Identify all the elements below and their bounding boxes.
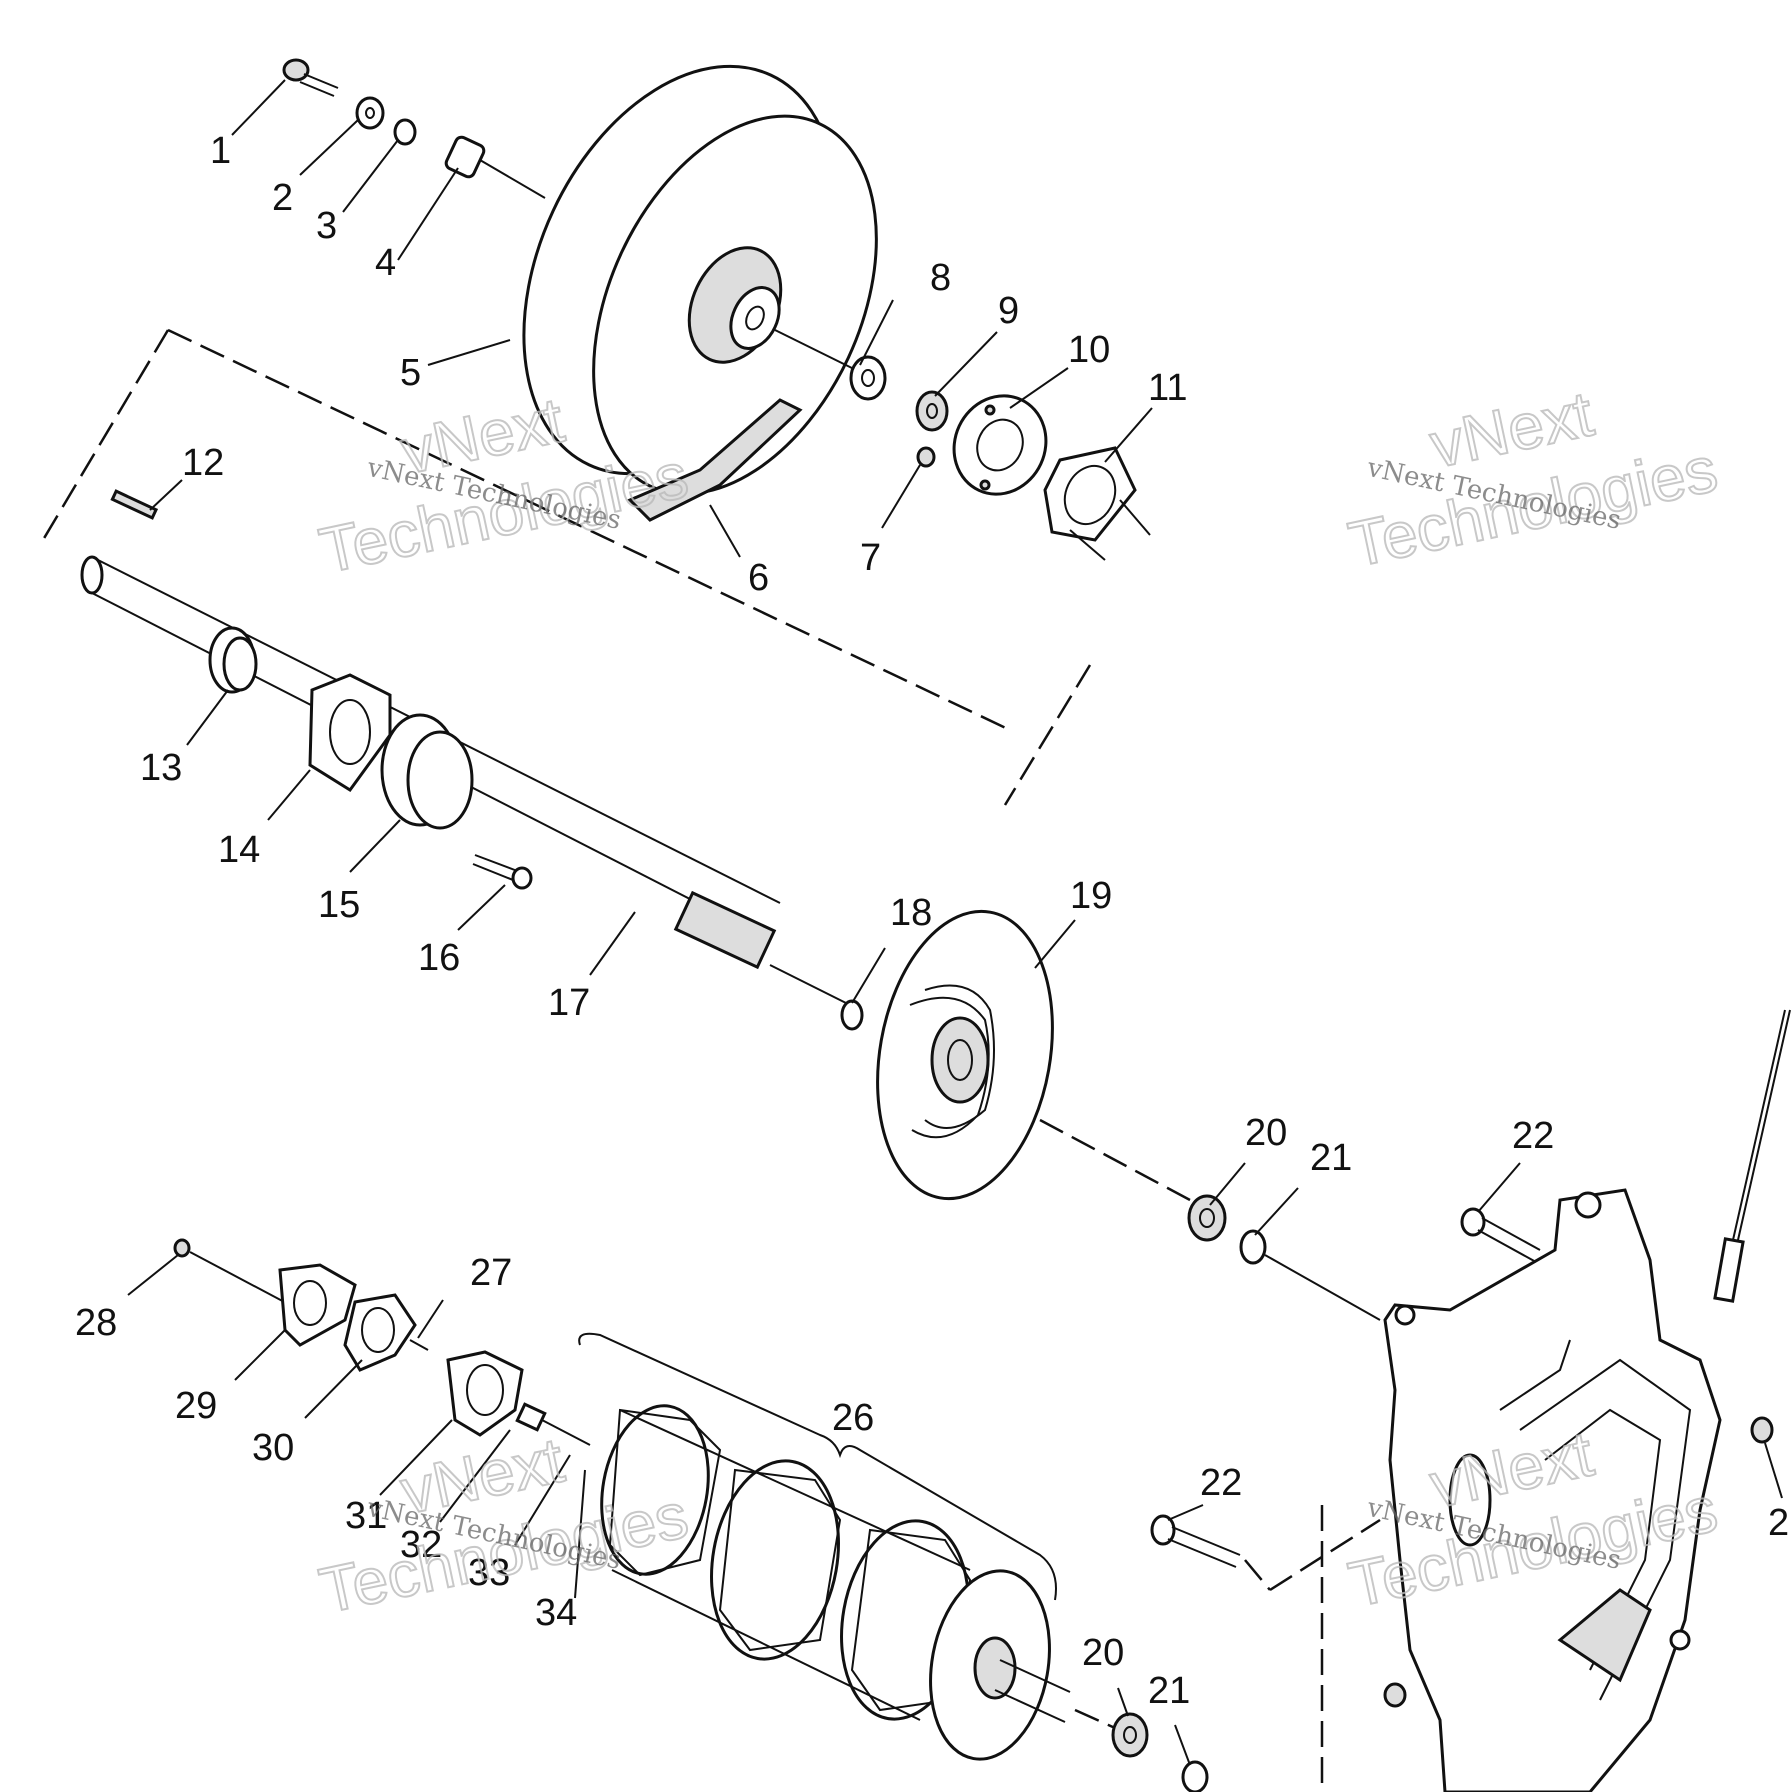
callout-30: 30 — [252, 1427, 294, 1469]
ring-18 — [840, 999, 864, 1031]
callout-21-upper: 21 — [1310, 1137, 1352, 1179]
ring-21-lower — [1181, 1760, 1209, 1792]
drive-shaft-26 — [600, 1404, 1071, 1761]
callout-10: 10 — [1068, 329, 1110, 371]
callout-26: 26 — [832, 1397, 874, 1439]
callout-20-upper: 20 — [1245, 1112, 1287, 1154]
washer-2 — [355, 96, 385, 130]
pulley-5 — [522, 64, 878, 496]
bearing-20-lower — [1111, 1712, 1149, 1758]
callout-19: 19 — [1070, 875, 1112, 917]
washer-9 — [915, 390, 949, 432]
flange-10 — [952, 394, 1048, 496]
callout-28: 28 — [75, 1302, 117, 1344]
flange-29 — [278, 1263, 357, 1347]
pin-27 — [409, 1339, 429, 1351]
callout-22-lower: 22 — [1200, 1462, 1242, 1504]
callout-16: 16 — [418, 937, 460, 979]
callout-6: 6 — [748, 557, 769, 599]
dashed-boundary-line — [167, 328, 1011, 732]
callout-17: 17 — [548, 982, 590, 1024]
chaincase-frame — [1383, 1188, 1722, 1792]
callout-14: 14 — [218, 829, 260, 871]
callout-20-lower: 20 — [1082, 1632, 1124, 1674]
bolt-16 — [472, 854, 533, 890]
callout-8: 8 — [930, 257, 951, 299]
callout-22-upper: 22 — [1512, 1115, 1554, 1157]
collar-15 — [380, 713, 474, 830]
leader-lines — [127, 79, 1783, 1766]
bearing-34 — [515, 1402, 591, 1446]
gasket-30 — [343, 1293, 417, 1372]
spacer-4 — [444, 135, 486, 179]
callout-2: 2 — [272, 177, 293, 219]
callout-11: 11 — [1148, 367, 1187, 409]
callout-32: 32 — [400, 1524, 442, 1566]
bearing-13 — [208, 626, 258, 694]
callout-2-right: 2 — [1768, 1502, 1789, 1544]
callout-13: 13 — [140, 747, 182, 789]
brake-disc-19 — [876, 909, 1054, 1201]
nut-7 — [916, 446, 936, 468]
shaft-splined-17 — [673, 890, 851, 1006]
washer-8 — [849, 355, 887, 401]
nut-right — [1750, 1416, 1774, 1444]
flange-14 — [308, 673, 392, 793]
callout-7: 7 — [860, 537, 881, 579]
callout-4: 4 — [375, 242, 396, 284]
nut-lower — [1383, 1682, 1407, 1708]
callout-12: 12 — [182, 442, 224, 484]
bolt-22-lower — [1150, 1514, 1241, 1568]
callout-27: 27 — [470, 1252, 512, 1294]
callout-34: 34 — [535, 1592, 577, 1634]
callout-29: 29 — [175, 1385, 217, 1427]
washer-3 — [393, 118, 417, 146]
callout-15: 15 — [318, 884, 360, 926]
cable-rod — [1713, 1009, 1791, 1303]
callout-18: 18 — [890, 892, 932, 934]
bolt-22-upper — [1460, 1207, 1541, 1263]
ring-21-upper — [1239, 1229, 1267, 1265]
nut-28 — [173, 1238, 191, 1258]
callout-21-lower: 21 — [1148, 1670, 1190, 1712]
callout-1: 1 — [210, 130, 231, 172]
bearing-20-upper — [1187, 1194, 1227, 1242]
bracket-brace-26 — [578, 1332, 1057, 1601]
bolt-1 — [282, 58, 339, 97]
bracket-11 — [1043, 446, 1151, 561]
callout-3: 3 — [316, 205, 337, 247]
callout-31: 31 — [345, 1495, 387, 1537]
belt-teeth-6 — [627, 398, 803, 522]
callout-5: 5 — [400, 352, 421, 394]
callout-33: 33 — [468, 1552, 510, 1594]
callout-9: 9 — [998, 290, 1019, 332]
bearing-housing-31 — [446, 1350, 524, 1437]
callout-numbers: 1 2 3 4 5 6 7 8 9 10 11 12 13 14 15 16 1… — [75, 130, 1789, 1712]
watermark-top-right: vNext Technologies vNext Technologies — [1342, 376, 1724, 582]
